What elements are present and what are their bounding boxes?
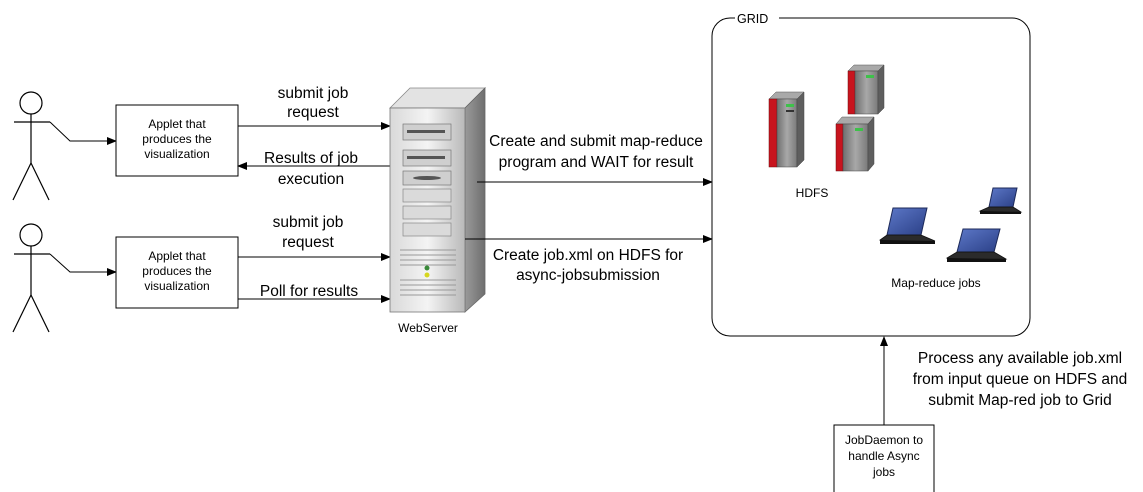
label-map-reduce-line-2: program and WAIT for result (499, 154, 694, 171)
applet-box-1-line-3: visualization (144, 147, 209, 161)
applet-box-1-line-1: Applet that (148, 117, 206, 131)
applet-box-2-line-2: produces the (142, 264, 212, 278)
map-reduce-jobs-label: Map-reduce jobs (891, 276, 980, 290)
grid-title: GRID (737, 12, 768, 26)
label-submit-request-2-line-1: submit job (273, 214, 344, 231)
label-daemon-line-3: submit Map-red job to Grid (928, 392, 1112, 409)
label-daemon-line-2: from input queue on HDFS and (913, 371, 1128, 388)
job-daemon-line-1: JobDaemon to (845, 433, 923, 447)
applet-box-2-line-3: visualization (144, 279, 209, 293)
job-daemon-box[interactable]: JobDaemon to handle Async jobs (833, 424, 935, 492)
applet-box-1-line-2: produces the (142, 132, 212, 146)
laptop-icon (945, 228, 1008, 262)
applet-box-1[interactable]: Applet that produces the visualization (115, 104, 239, 177)
webserver-label: WebServer (398, 321, 458, 335)
label-create-job-xml-line-1: Create job.xml on HDFS for (493, 247, 683, 264)
actor-2-connector (49, 253, 117, 276)
webserver-icon[interactable] (389, 87, 486, 313)
actor-1-connector (49, 121, 117, 145)
job-daemon-line-3: jobs (872, 465, 895, 479)
laptop-icon (978, 187, 1023, 214)
actor-1-stick-figure (12, 91, 50, 201)
job-daemon-line-2: handle Async (848, 449, 919, 463)
hdfs-label: HDFS (796, 186, 829, 200)
hdfs-server-icon (768, 64, 885, 172)
label-results-line-2: execution (278, 171, 344, 188)
actor-2-stick-figure (12, 223, 50, 333)
label-map-reduce-line-1: Create and submit map-reduce (489, 133, 703, 150)
label-submit-request-1-line-1: submit job (278, 85, 349, 102)
laptop-icon (878, 207, 936, 244)
label-results-line-1: Results of job (264, 150, 358, 167)
label-daemon-line-1: Process any available job.xml (918, 350, 1122, 367)
applet-box-2-line-1: Applet that (148, 249, 206, 263)
label-poll: Poll for results (260, 283, 358, 300)
applet-box-2[interactable]: Applet that produces the visualization (115, 236, 239, 309)
label-submit-request-2-line-2: request (282, 234, 334, 251)
label-create-job-xml-line-2: async-jobsubmission (516, 267, 660, 284)
label-submit-request-1-line-2: request (287, 104, 339, 121)
